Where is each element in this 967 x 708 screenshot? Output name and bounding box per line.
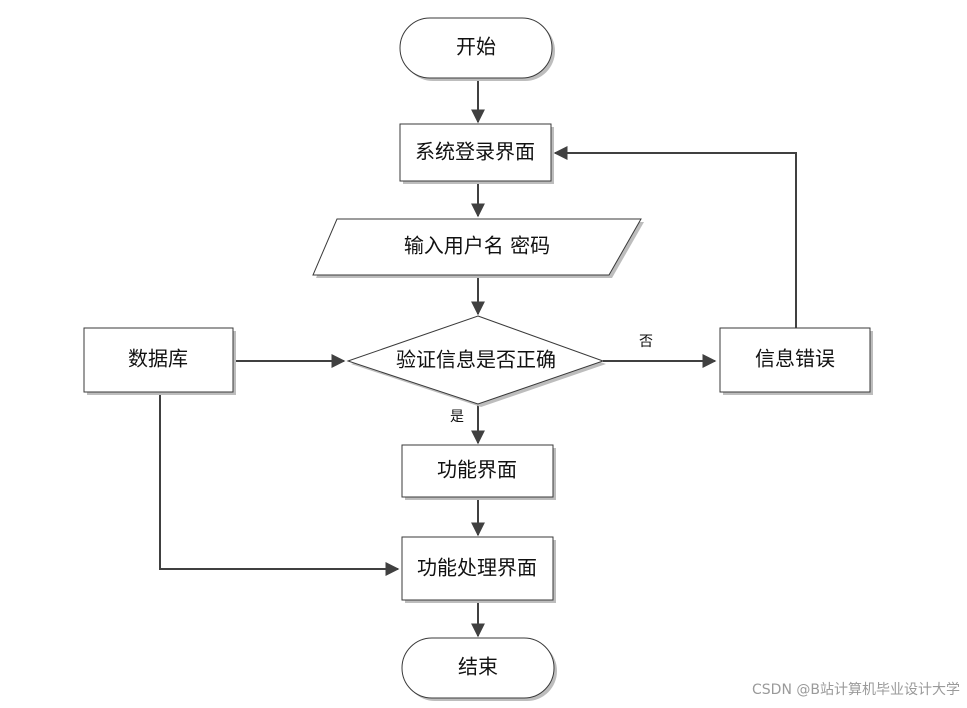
- start-node: 开始: [399, 17, 555, 81]
- edge-error-to-login: [553, 146, 797, 328]
- database-node: 数据库: [83, 327, 236, 395]
- start-label: 开始: [456, 35, 496, 59]
- edge-database-to-processing: [159, 393, 400, 576]
- edge-label-yes: 是: [450, 409, 464, 425]
- input-credentials-node: 输入用户名 密码: [312, 218, 644, 278]
- input-credentials-label: 输入用户名 密码: [404, 234, 550, 258]
- function-processing-label: 功能处理界面: [417, 556, 537, 580]
- end-node: 结束: [401, 637, 557, 701]
- end-label: 结束: [458, 655, 498, 679]
- function-screen-label: 功能界面: [437, 458, 517, 482]
- database-label: 数据库: [128, 347, 188, 371]
- verify-decision-label: 验证信息是否正确: [396, 348, 556, 372]
- info-error-label: 信息错误: [755, 347, 835, 371]
- function-processing-node: 功能处理界面: [401, 536, 556, 603]
- login-screen-node: 系统登录界面: [399, 123, 554, 184]
- edge-label-no: 否: [639, 334, 653, 350]
- info-error-node: 信息错误: [719, 327, 873, 395]
- login-screen-label: 系统登录界面: [415, 140, 535, 164]
- function-screen-node: 功能界面: [401, 444, 556, 500]
- watermark-text: CSDN @B站计算机毕业设计大学: [752, 682, 960, 698]
- verify-decision-node: 验证信息是否正确: [346, 315, 606, 407]
